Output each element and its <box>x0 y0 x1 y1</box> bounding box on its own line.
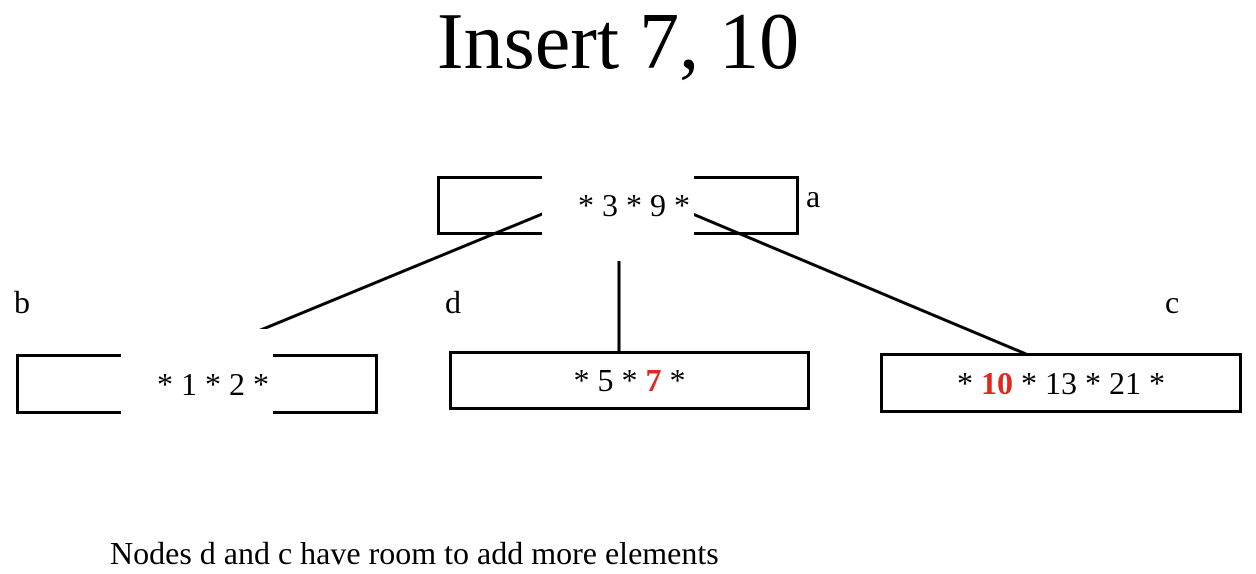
node-b-key-0: * 1 * 2 * <box>157 365 269 402</box>
node-a: * 3 * 9 * <box>437 150 799 261</box>
node-a-keys: * 3 * 9 * <box>542 150 694 261</box>
edge-a-c <box>687 210 1027 356</box>
node-c-key-2: * 13 * 21 * <box>1013 364 1165 401</box>
node-d-label: d <box>445 284 461 320</box>
node-c-label: c <box>1165 284 1180 320</box>
node-c-key-0: * <box>957 364 981 401</box>
node-d: * 5 * 7 * <box>449 351 810 410</box>
caption-text: Nodes d and c have room to add more elem… <box>110 535 719 571</box>
node-d-inserted-key: 7 <box>645 362 662 398</box>
node-b: * 1 * 2 * <box>16 328 378 440</box>
node-a-key-0: * 3 * 9 * <box>578 187 690 223</box>
node-b-keys: * 1 * 2 * <box>121 328 273 440</box>
node-c-keys: * 10 * 13 * 21 * <box>953 364 1169 402</box>
node-b-label: b <box>14 284 30 320</box>
node-c-inserted-key: 10 <box>981 364 1013 401</box>
node-d-key-2: * <box>661 362 686 398</box>
node-d-keys: * 5 * 7 * <box>569 362 690 399</box>
node-c: * 10 * 13 * 21 * <box>880 353 1242 413</box>
node-a-label: a <box>806 178 821 214</box>
node-d-key-0: * 5 * <box>573 362 646 398</box>
page-title: Insert 7, 10 <box>436 0 800 86</box>
